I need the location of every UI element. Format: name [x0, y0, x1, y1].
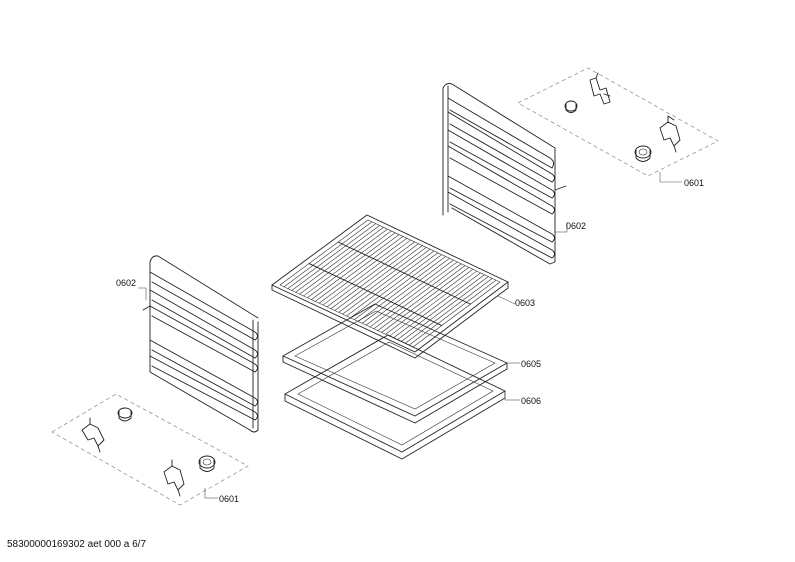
rail-clip-bracket — [589, 72, 611, 105]
callout-0601-bottom: 0601 — [219, 494, 240, 504]
top-right-clip-kit — [517, 67, 719, 183]
deep-tray — [284, 334, 520, 460]
rack-wire — [303, 230, 392, 297]
rack-wire — [346, 250, 435, 317]
wire-rack — [271, 214, 516, 359]
clip-bracket-left — [81, 417, 105, 453]
clip-cap-right — [198, 455, 216, 472]
bottom-left-clip-kit — [51, 393, 249, 506]
callout-0602-left: 0602 — [116, 278, 137, 288]
rack-wire — [397, 274, 485, 340]
rack-wire — [369, 261, 458, 328]
clip-bracket-right — [163, 459, 185, 497]
rack-wire — [299, 228, 388, 295]
baking-tray — [282, 303, 520, 424]
left-side-rail — [138, 255, 259, 433]
rack-wire — [408, 279, 497, 346]
clip-cap-left — [117, 407, 133, 422]
rack-wire — [389, 270, 477, 337]
rack-wire — [322, 239, 411, 306]
rack-wire — [311, 234, 400, 300]
rail-clip-bracket-lower — [659, 115, 681, 153]
rack-crossbar — [308, 263, 443, 326]
rack-wire — [404, 278, 493, 344]
rack-wire — [350, 252, 439, 319]
callout-0603: 0603 — [515, 298, 536, 308]
rack-wire — [291, 225, 380, 291]
rack-wire — [283, 221, 373, 288]
rack-wire — [361, 258, 450, 324]
document-code-footer: 58300000169302 aet 000 a 6/7 — [7, 539, 147, 550]
rack-wire — [338, 247, 427, 313]
rack-wire — [354, 254, 442, 320]
callout-0606: 0606 — [521, 396, 542, 406]
right-side-rail — [442, 83, 568, 265]
rack-wire — [295, 227, 384, 293]
rack-wire — [334, 245, 423, 311]
rack-wire — [365, 259, 454, 326]
rack-wire — [358, 256, 446, 322]
rack-wire — [385, 268, 474, 335]
rack-wire — [381, 267, 470, 333]
rack-wire — [373, 263, 462, 330]
callout-0602-right: 0602 — [566, 221, 587, 231]
rack-wire — [401, 276, 489, 342]
rack-wire — [326, 241, 415, 308]
rack-wire — [393, 272, 481, 339]
rack-wire — [342, 248, 431, 315]
rack-wire — [330, 243, 419, 309]
rail-clip-cap — [564, 100, 578, 113]
rack-crossbar — [337, 241, 471, 305]
callout-0601-top: 0601 — [684, 178, 705, 188]
rack-wire — [315, 236, 404, 302]
rack-wire — [377, 265, 466, 331]
callout-0605: 0605 — [521, 359, 542, 369]
rack-wire — [318, 237, 408, 304]
rack-wire — [307, 232, 396, 299]
rail-clip-cap-lower — [634, 145, 652, 162]
rack-wire — [287, 223, 376, 289]
